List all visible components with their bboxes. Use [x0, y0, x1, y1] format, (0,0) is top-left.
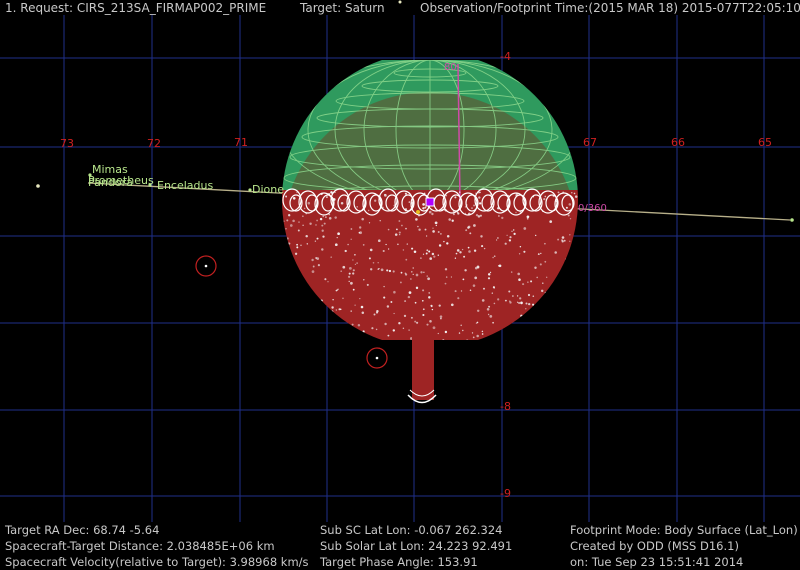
moon-label-dione: Dione [252, 183, 284, 196]
spacecraft-velocity: Spacecraft Velocity(relative to Target):… [5, 555, 309, 569]
footprint-loops [282, 188, 575, 216]
footprint-mode: Footprint Mode: Body Surface (Lat_Lon) [570, 523, 798, 537]
target-phase-angle: Target Phase Angle: 153.91 [320, 555, 478, 569]
info-column-1: Target RA Dec: 68.74 -5.64 Spacecraft-Ta… [5, 522, 309, 570]
star-points [36, 0, 402, 360]
star-circle-marker [366, 347, 388, 369]
created-on: on: Tue Sep 23 15:51:41 2014 [570, 555, 744, 569]
footprint-tail [407, 330, 437, 404]
subsc-point [416, 210, 420, 214]
ra-label: 72 [147, 137, 161, 150]
longitude-label: 0/360 [578, 203, 607, 214]
ra-label: 73 [60, 137, 74, 150]
latitude-label: 80 [444, 62, 457, 73]
ra-label: 66 [671, 136, 685, 149]
target-ra-dec: Target RA Dec: 68.74 -5.64 [5, 523, 160, 537]
moon-label-prometheus: Prometheus [88, 174, 154, 187]
info-column-3: Footprint Mode: Body Surface (Lat_Lon) C… [570, 522, 798, 570]
request-title: 1. Request: CIRS_213SA_FIRMAP002_PRIME [5, 1, 267, 15]
created-by: Created by ODD (MSS D16.1) [570, 539, 739, 553]
moon-label-pandora: Pandora [88, 176, 133, 189]
moon-label-mimas: Mimas [92, 163, 128, 176]
boresight-marker [425, 197, 435, 207]
star-circle-marker [195, 255, 217, 277]
dec-label: -8 [500, 400, 511, 413]
target-name: Target: Saturn [300, 1, 385, 15]
dec-label: -4 [500, 50, 511, 63]
info-column-2: Sub SC Lat Lon: -0.067 262.324 Sub Solar… [320, 522, 512, 570]
dec-label: -9 [500, 487, 511, 500]
spacecraft-target-distance: Spacecraft-Target Distance: 2.038485E+06… [5, 539, 275, 553]
central-meridian [457, 63, 461, 201]
observation-time: Observation/Footprint Time:(2015 MAR 18)… [420, 1, 800, 15]
ra-label: 65 [758, 136, 772, 149]
sub-sc-lat-lon: Sub SC Lat Lon: -0.067 262.324 [320, 523, 503, 537]
ra-label: 67 [583, 136, 597, 149]
ra-label: 71 [234, 136, 248, 149]
sub-solar-lat-lon: Sub Solar Lat Lon: 24.223 92.491 [320, 539, 513, 553]
saturn-body: 80 0/360 [282, 60, 607, 340]
moon-marker [790, 218, 794, 222]
moon-label-enceladus: Enceladus [157, 179, 213, 192]
